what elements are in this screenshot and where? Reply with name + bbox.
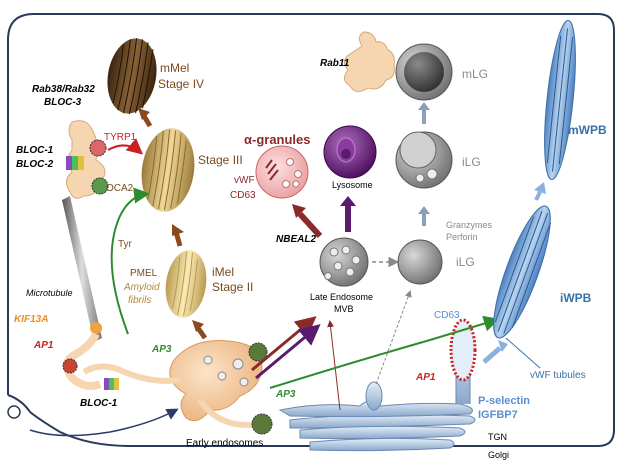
label-ilg-top: iLG <box>462 155 481 169</box>
arrow-golgi-to-ilg <box>375 290 412 385</box>
label-ilg-bottom: iLG <box>456 255 475 269</box>
label-bloc1-bottom: BLOC-1 <box>80 398 118 409</box>
label-cd63-right: CD63 <box>434 310 460 321</box>
arrow-ee-to-le-purple <box>255 324 321 380</box>
arrowhead-ilg-up <box>418 206 430 214</box>
label-mvb: MVB <box>334 304 354 314</box>
label-alpha-granules: α-granules <box>244 132 311 147</box>
membrane-vesicle <box>7 405 21 419</box>
arrowhead-ilg-to-mlg <box>418 102 430 110</box>
label-rab38-rab32: Rab38/Rab32 <box>32 84 95 95</box>
label-pmel: PMEL <box>130 268 158 279</box>
arrow-iwpb-to-mwpb <box>534 191 542 201</box>
label-tyrp1: TYRP1 <box>104 132 137 143</box>
arrow-endosome-to-stage-ii <box>195 326 208 340</box>
recycling-endosome-rab11 <box>344 31 395 92</box>
melanosome-stage-ii <box>165 250 207 318</box>
arrow-ap3-to-wpb <box>269 315 500 389</box>
label-late-endosome: Late Endosome <box>310 292 373 302</box>
label-tgn: TGN <box>488 432 507 442</box>
arrowhead-stage-iii-to-iv <box>138 108 150 120</box>
arrowhead-stage-ii-to-iii <box>172 224 184 236</box>
arrowhead-le-to-alpha-granules <box>292 204 306 218</box>
label-mwpb: mWPB <box>568 123 607 137</box>
arrow-bud-to-iwpb <box>482 346 502 364</box>
arrowhead-iwpb-to-mwpb <box>534 182 546 194</box>
microtubule <box>62 196 102 342</box>
label-oca2: OCA2 <box>106 183 134 194</box>
label-perforin: Perforin <box>446 232 478 242</box>
arrow-endocytosis <box>29 408 179 437</box>
late-endosome-mvb <box>319 237 369 287</box>
label-fibrils: fibrils <box>128 295 151 306</box>
label-microtubule: Microtubule <box>26 288 73 298</box>
golgi-stack <box>278 323 476 452</box>
arrowhead-endosome-to-stage-ii <box>192 320 204 332</box>
ilg-top <box>395 131 453 189</box>
arrow-tyr-to-stage-iii <box>110 187 150 335</box>
label-mlg: mLG <box>462 67 488 81</box>
iwpb <box>493 205 552 339</box>
label-nbeal2: NBEAL2 <box>276 234 316 245</box>
label-stage-iii: Stage III <box>198 153 243 167</box>
label-bloc1-top: BLOC-1 <box>16 145 54 156</box>
label-bloc2: BLOC-2 <box>16 159 54 170</box>
label-ap1-right: AP1 <box>415 372 436 383</box>
label-lysosome: Lysosome <box>332 180 373 190</box>
melanosome-stage-iii <box>141 128 195 212</box>
alpha-granule <box>255 145 309 199</box>
kif13a-vesicle <box>62 322 119 390</box>
label-rab11: Rab11 <box>320 58 350 69</box>
lysosome <box>323 125 377 179</box>
early-endosome <box>82 340 273 435</box>
label-amyloid: Amyloid <box>123 282 160 293</box>
ilg-bottom <box>397 239 443 285</box>
mlg <box>395 43 453 101</box>
arrow-stage-iii-to-iv <box>141 114 153 128</box>
membrane-bud <box>7 394 31 413</box>
cell-membrane <box>7 13 615 447</box>
label-ap3-top: AP3 <box>151 344 172 355</box>
label-bloc3: BLOC-3 <box>44 97 82 108</box>
label-cd63-alpha: CD63 <box>230 190 256 201</box>
label-mmel: mMel <box>160 61 189 75</box>
vwf-tubules-pointer <box>505 337 541 369</box>
label-ap1-left: AP1 <box>33 340 54 351</box>
arrowhead-le-to-lysosome <box>340 196 356 206</box>
label-tyr: Tyr <box>118 239 133 250</box>
label-stage-ii: Stage II <box>212 280 253 294</box>
label-early-endosomes: Early endosomes <box>186 438 263 449</box>
label-iwpb: iWPB <box>560 291 592 305</box>
label-p-selectin: P-selectin <box>478 395 530 407</box>
arrow-tyrp1-to-stage-iii <box>107 138 144 155</box>
label-golgi: Golgi <box>488 450 509 460</box>
label-kif13a: KIF13A <box>14 314 48 325</box>
label-vwf: vWF <box>234 175 255 186</box>
melanosome-stage-iv <box>107 38 157 115</box>
tubular-endosome-top <box>66 120 109 199</box>
arrow-le-to-alpha-granules <box>297 211 323 239</box>
budding-iwpb <box>449 318 477 382</box>
arrow-golgi-to-le <box>327 320 341 411</box>
mwpb <box>544 19 576 181</box>
label-igfbp7: IGFBP7 <box>478 409 518 421</box>
label-ap3-mid: AP3 <box>275 389 296 400</box>
label-imel: iMel <box>212 265 234 279</box>
label-stage-iv: Stage IV <box>158 77 204 91</box>
label-vwf-tubules: vWF tubules <box>530 370 586 381</box>
label-granzymes: Granzymes <box>446 220 493 230</box>
arrowhead-bud-to-iwpb <box>498 340 508 352</box>
